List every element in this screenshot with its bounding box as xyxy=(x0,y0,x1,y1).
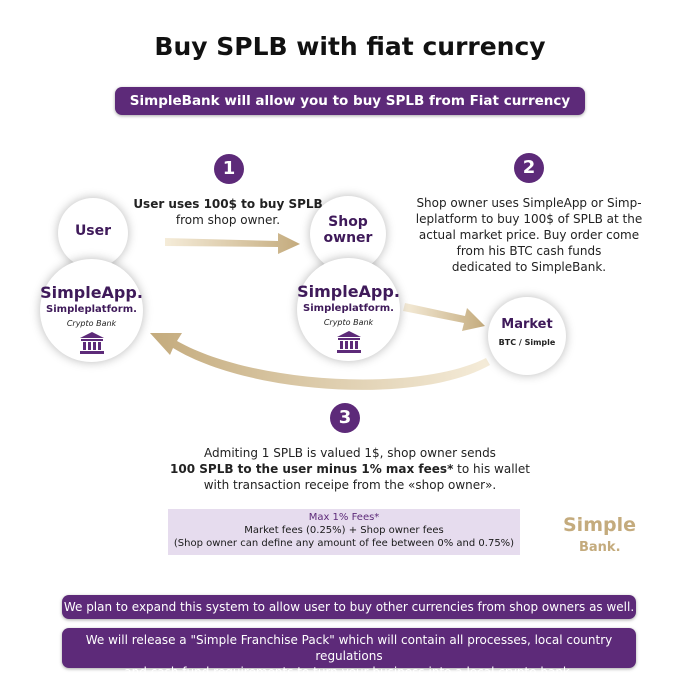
arrow-market-to-user xyxy=(150,333,490,390)
market-label: Market xyxy=(501,317,553,332)
arrow-shop-to-market xyxy=(403,303,485,331)
step-3-fees-emphasis: 100 SPLB to the user minus 1% max fees* xyxy=(170,462,454,476)
step-2-line: leplatform to buy 100$ of SPLB at the xyxy=(415,212,643,226)
simplebank-logo-line1: Simple xyxy=(563,514,636,536)
step-3-badge: 3 xyxy=(330,403,360,433)
shop-wallet-node: SimpleApp. Simpleplatform. Crypto Bank xyxy=(297,258,400,361)
step-3-line: Admiting 1 SPLB is valued 1$, shop owner… xyxy=(204,446,496,460)
user-wallet-node: SimpleApp. Simpleplatform. Crypto Bank xyxy=(40,259,143,362)
market-sub-label: BTC / Simple xyxy=(498,338,556,347)
crypto-bank-label: Crypto Bank xyxy=(66,319,117,328)
fees-title: Max 1% Fees* xyxy=(308,512,380,523)
simpleplatform-label: Simpleplatform. xyxy=(303,303,394,314)
fees-line: Market fees (0.25%) + Shop owner fees xyxy=(244,525,444,536)
crypto-bank-label: Crypto Bank xyxy=(323,318,374,327)
step-2-line: dedicated to SimpleBank. xyxy=(451,260,607,274)
step-3-line: to his wallet xyxy=(453,462,530,476)
shop-owner-line: owner xyxy=(323,230,373,246)
step-3-line: with transaction receipe from the «shop … xyxy=(203,478,497,492)
fees-box: Max 1% Fees* Market fees (0.25%) + Shop … xyxy=(168,509,520,555)
arrow-user-to-shop xyxy=(165,233,300,254)
footer-note-2-line: and cash fund requirements to turn your … xyxy=(124,665,574,679)
step-2-line: from his BTC cash funds xyxy=(456,244,602,258)
simpleplatform-label: Simpleplatform. xyxy=(46,304,137,315)
market-node: Market BTC / Simple xyxy=(488,297,566,375)
user-label: User xyxy=(74,223,112,239)
step-3-text: Admiting 1 SPLB is valued 1$, shop owner… xyxy=(140,445,560,493)
step-2-text: Shop owner uses SimpleApp or Simp- lepla… xyxy=(414,195,644,275)
page-title: Buy SPLB with fiat currency xyxy=(154,32,546,61)
bank-icon xyxy=(79,332,104,354)
bank-icon xyxy=(336,331,361,353)
simplebank-logo-line2: Bank. xyxy=(579,540,621,555)
step-1-line: User uses 100$ to buy SPLB xyxy=(133,197,323,211)
footer-note-2-line: We will release a "Simple Franchise Pack… xyxy=(85,633,613,663)
step-1-line: from shop owner. xyxy=(175,213,281,227)
subtitle-banner: SimpleBank will allow you to buy SPLB fr… xyxy=(115,87,585,115)
footer-note-2: We will release a "Simple Franchise Pack… xyxy=(62,628,636,679)
shop-owner-label: Shop owner xyxy=(310,214,386,246)
step-2-line: Shop owner uses SimpleApp or Simp- xyxy=(416,196,642,210)
step-1-text: User uses 100$ to buy SPLB from shop own… xyxy=(128,196,328,228)
footer-note-1: We plan to expand this system to allow u… xyxy=(62,595,636,619)
shop-owner-line: Shop xyxy=(328,214,368,230)
simpleapp-label: SimpleApp. xyxy=(40,283,143,302)
user-node: User xyxy=(58,198,128,268)
step-2-badge: 2 xyxy=(514,153,544,183)
step-2-line: actual market price. Buy order come xyxy=(418,228,640,242)
step-1-badge: 1 xyxy=(214,154,244,184)
shop-owner-node: Shop owner xyxy=(310,196,386,272)
fees-line: (Shop owner can define any amount of fee… xyxy=(173,538,515,549)
simpleapp-label: SimpleApp. xyxy=(297,282,400,301)
